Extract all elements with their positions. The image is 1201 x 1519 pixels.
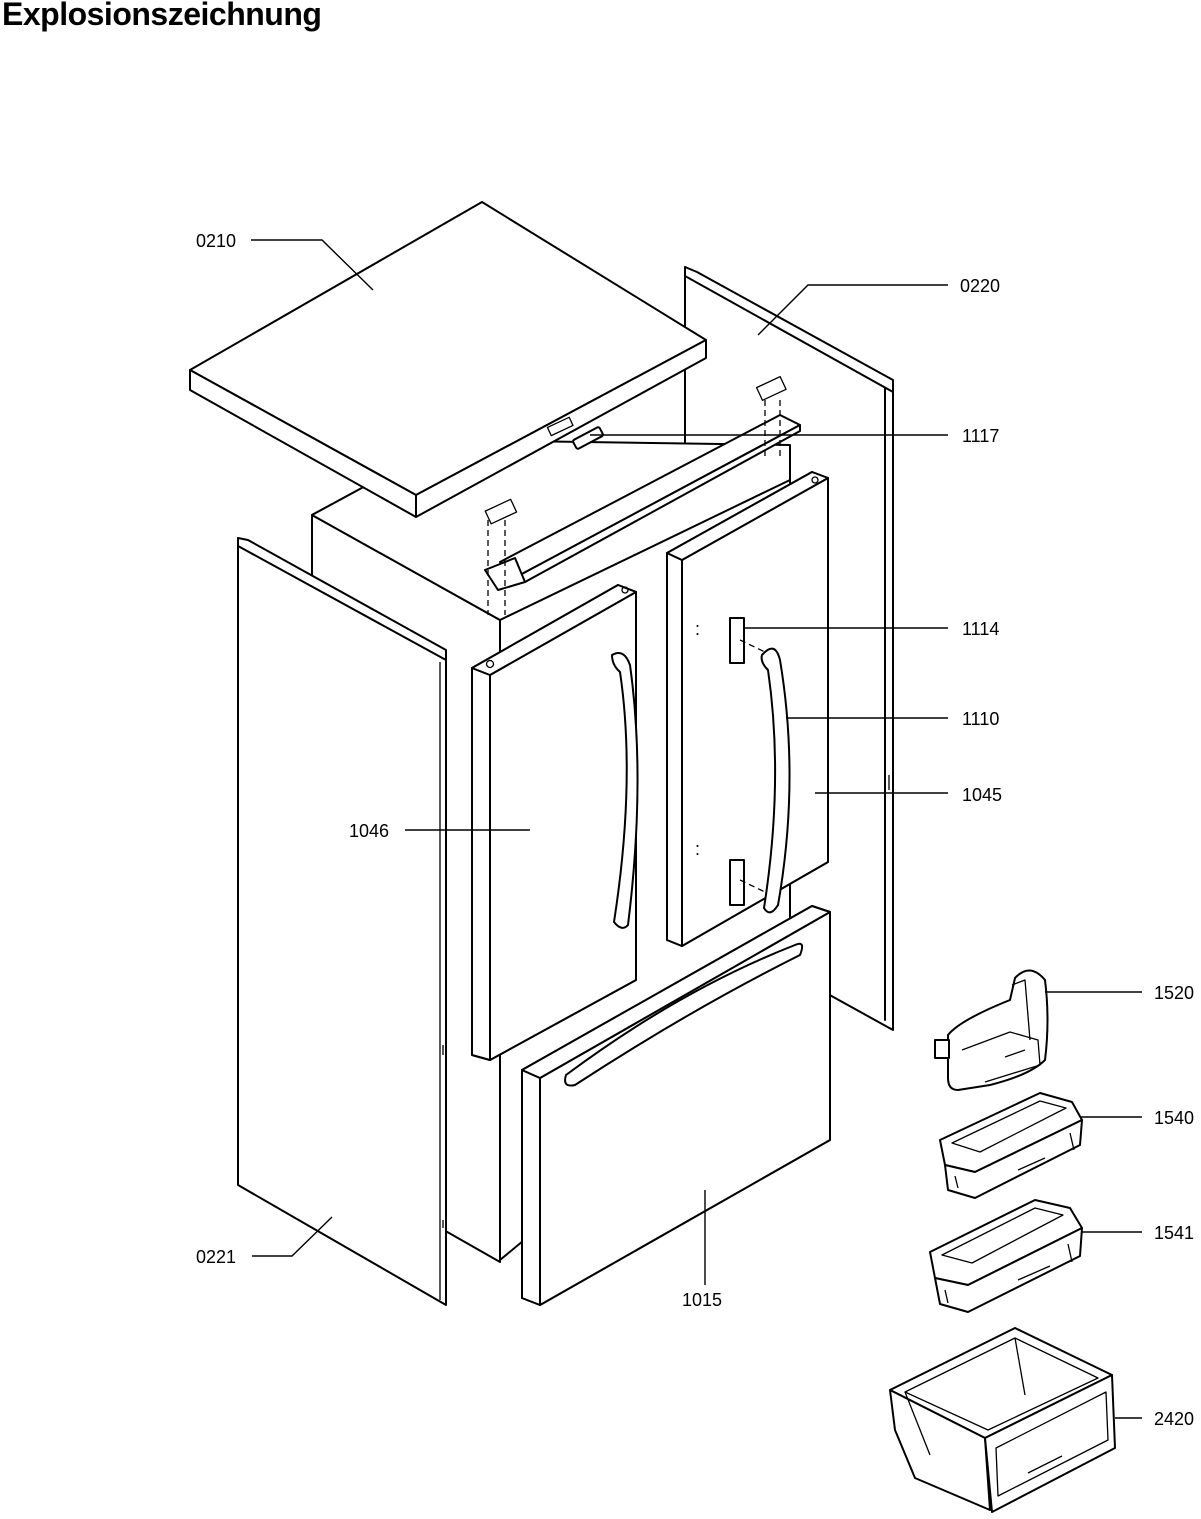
page-title: Explosionszeichnung [2, 0, 322, 32]
part-label-1117: 1117 [962, 426, 999, 446]
part-label-1015: 1015 [682, 1290, 722, 1310]
part-label-1540: 1540 [1154, 1108, 1194, 1128]
freezer-drawer[interactable] [521, 905, 831, 1306]
door-bin-medium[interactable] [939, 1092, 1083, 1199]
hinge-bar [484, 375, 801, 615]
part-label-1114: 1114 [962, 619, 999, 639]
part-label-1520: 1520 [1154, 983, 1194, 1003]
door-bin-large[interactable] [934, 969, 1049, 1091]
top-cover[interactable] [189, 201, 707, 518]
part-label-0220: 0220 [960, 276, 1000, 296]
svg-text::: : [695, 839, 700, 859]
part-label-1110: 1110 [962, 709, 999, 729]
crisper-drawer[interactable] [889, 1327, 1116, 1513]
left-door[interactable] [471, 584, 639, 1061]
part-label-1045: 1045 [962, 785, 1002, 805]
part-labels: 0210 0220 1117 1114 1110 1045 1046 1520 … [196, 231, 1194, 1429]
hinge-cover-clip[interactable] [572, 426, 604, 450]
part-label-0221: 0221 [196, 1247, 236, 1267]
part-label-1541: 1541 [1154, 1223, 1194, 1243]
right-door[interactable]: : : [666, 471, 829, 947]
svg-text::: : [695, 619, 700, 639]
part-label-0210: 0210 [196, 231, 236, 251]
part-label-2420: 2420 [1154, 1409, 1194, 1429]
part-label-1046: 1046 [349, 821, 389, 841]
door-bin-small[interactable] [929, 1199, 1083, 1313]
left-side-panel[interactable] [237, 537, 447, 1306]
leader-lines [251, 239, 1142, 1419]
